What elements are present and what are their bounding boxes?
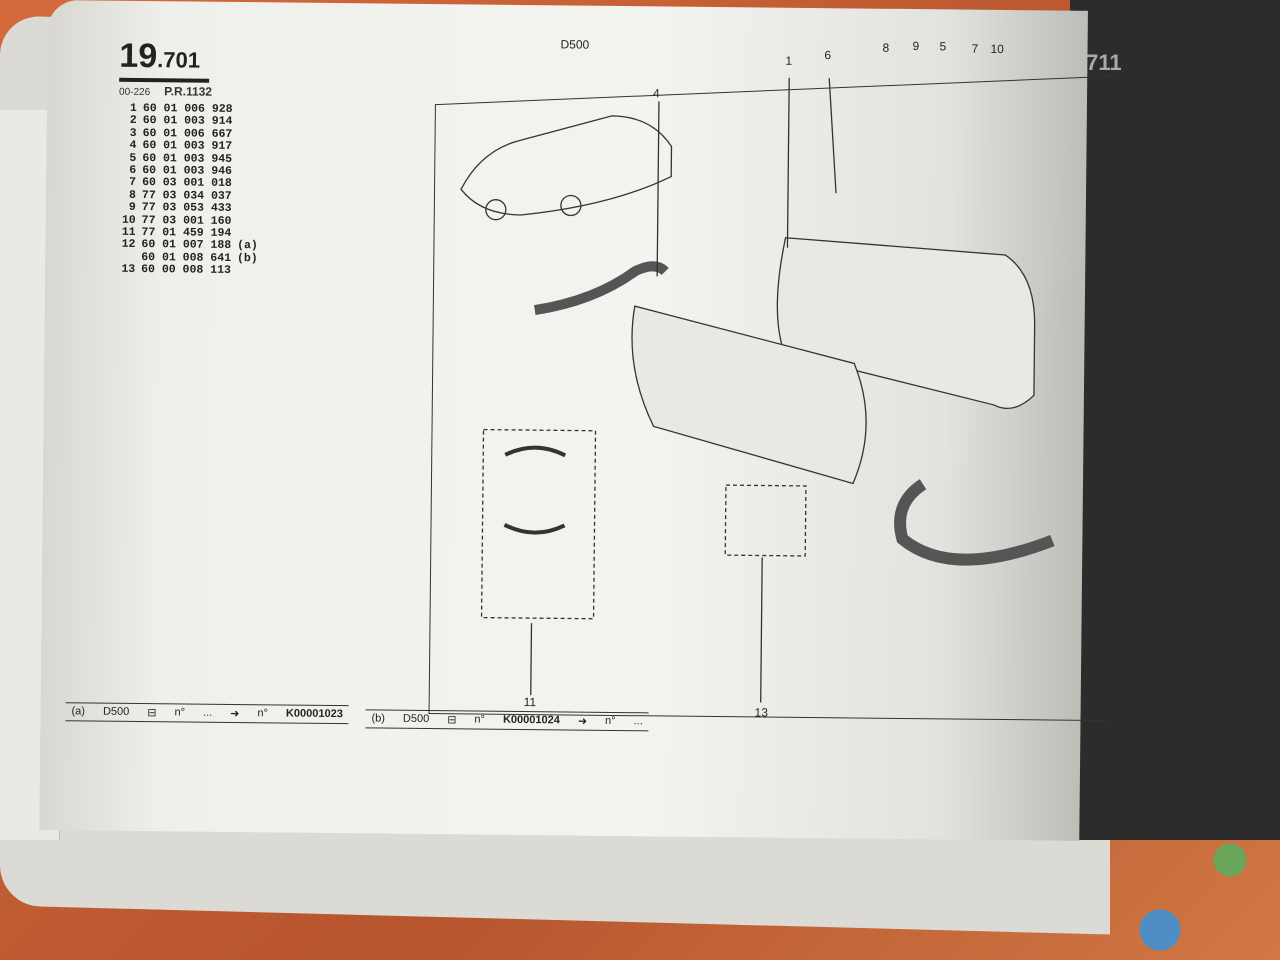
car-illustration	[460, 115, 673, 216]
footnote-a: (a) D500 ⊟ n°... ➜ n° K00001023	[65, 702, 349, 725]
bolt-kit-box	[724, 484, 807, 557]
arrow-icon: ➜	[230, 707, 240, 721]
callout-1: 1	[785, 53, 793, 68]
car-wheel	[560, 194, 582, 217]
callout-7: 7	[971, 41, 979, 56]
note-tag: (a)	[71, 705, 86, 718]
callout-5: 5	[939, 39, 947, 54]
callout-9: 9	[912, 39, 920, 54]
note-tag: (b)	[371, 712, 386, 725]
chassis-icon: ⊟	[147, 707, 157, 720]
front-muffler	[631, 305, 867, 485]
tail-pipe	[894, 479, 1055, 566]
note-from-label: n°	[174, 706, 186, 719]
car-wheel	[485, 199, 507, 221]
exhaust-diagram	[460, 77, 1055, 703]
chassis-icon: ⊟	[447, 714, 457, 727]
callout-4: 4	[652, 86, 660, 101]
arrow-icon: ➜	[577, 715, 588, 728]
note-model: D500	[402, 712, 430, 726]
front-pipe	[534, 261, 669, 316]
note-to-label: n°	[257, 707, 269, 720]
clamp-kit-box	[480, 428, 597, 620]
note-from: ...	[202, 706, 213, 719]
note-model: D500	[102, 705, 130, 718]
note-to-label: n°	[605, 714, 616, 727]
footnote-b: (b) D500 ⊟ n° K00001024 ➜ n°...	[365, 709, 649, 732]
callout-8: 8	[882, 40, 890, 55]
note-to: K00001023	[285, 707, 343, 721]
note-from: K00001024	[502, 713, 560, 727]
callout-6: 6	[824, 48, 832, 63]
callout-11: 11	[523, 695, 537, 710]
note-from-label: n°	[474, 713, 486, 726]
callout-13: 13	[754, 705, 769, 720]
callout-10: 10	[990, 41, 1004, 57]
note-to: ...	[633, 715, 643, 728]
